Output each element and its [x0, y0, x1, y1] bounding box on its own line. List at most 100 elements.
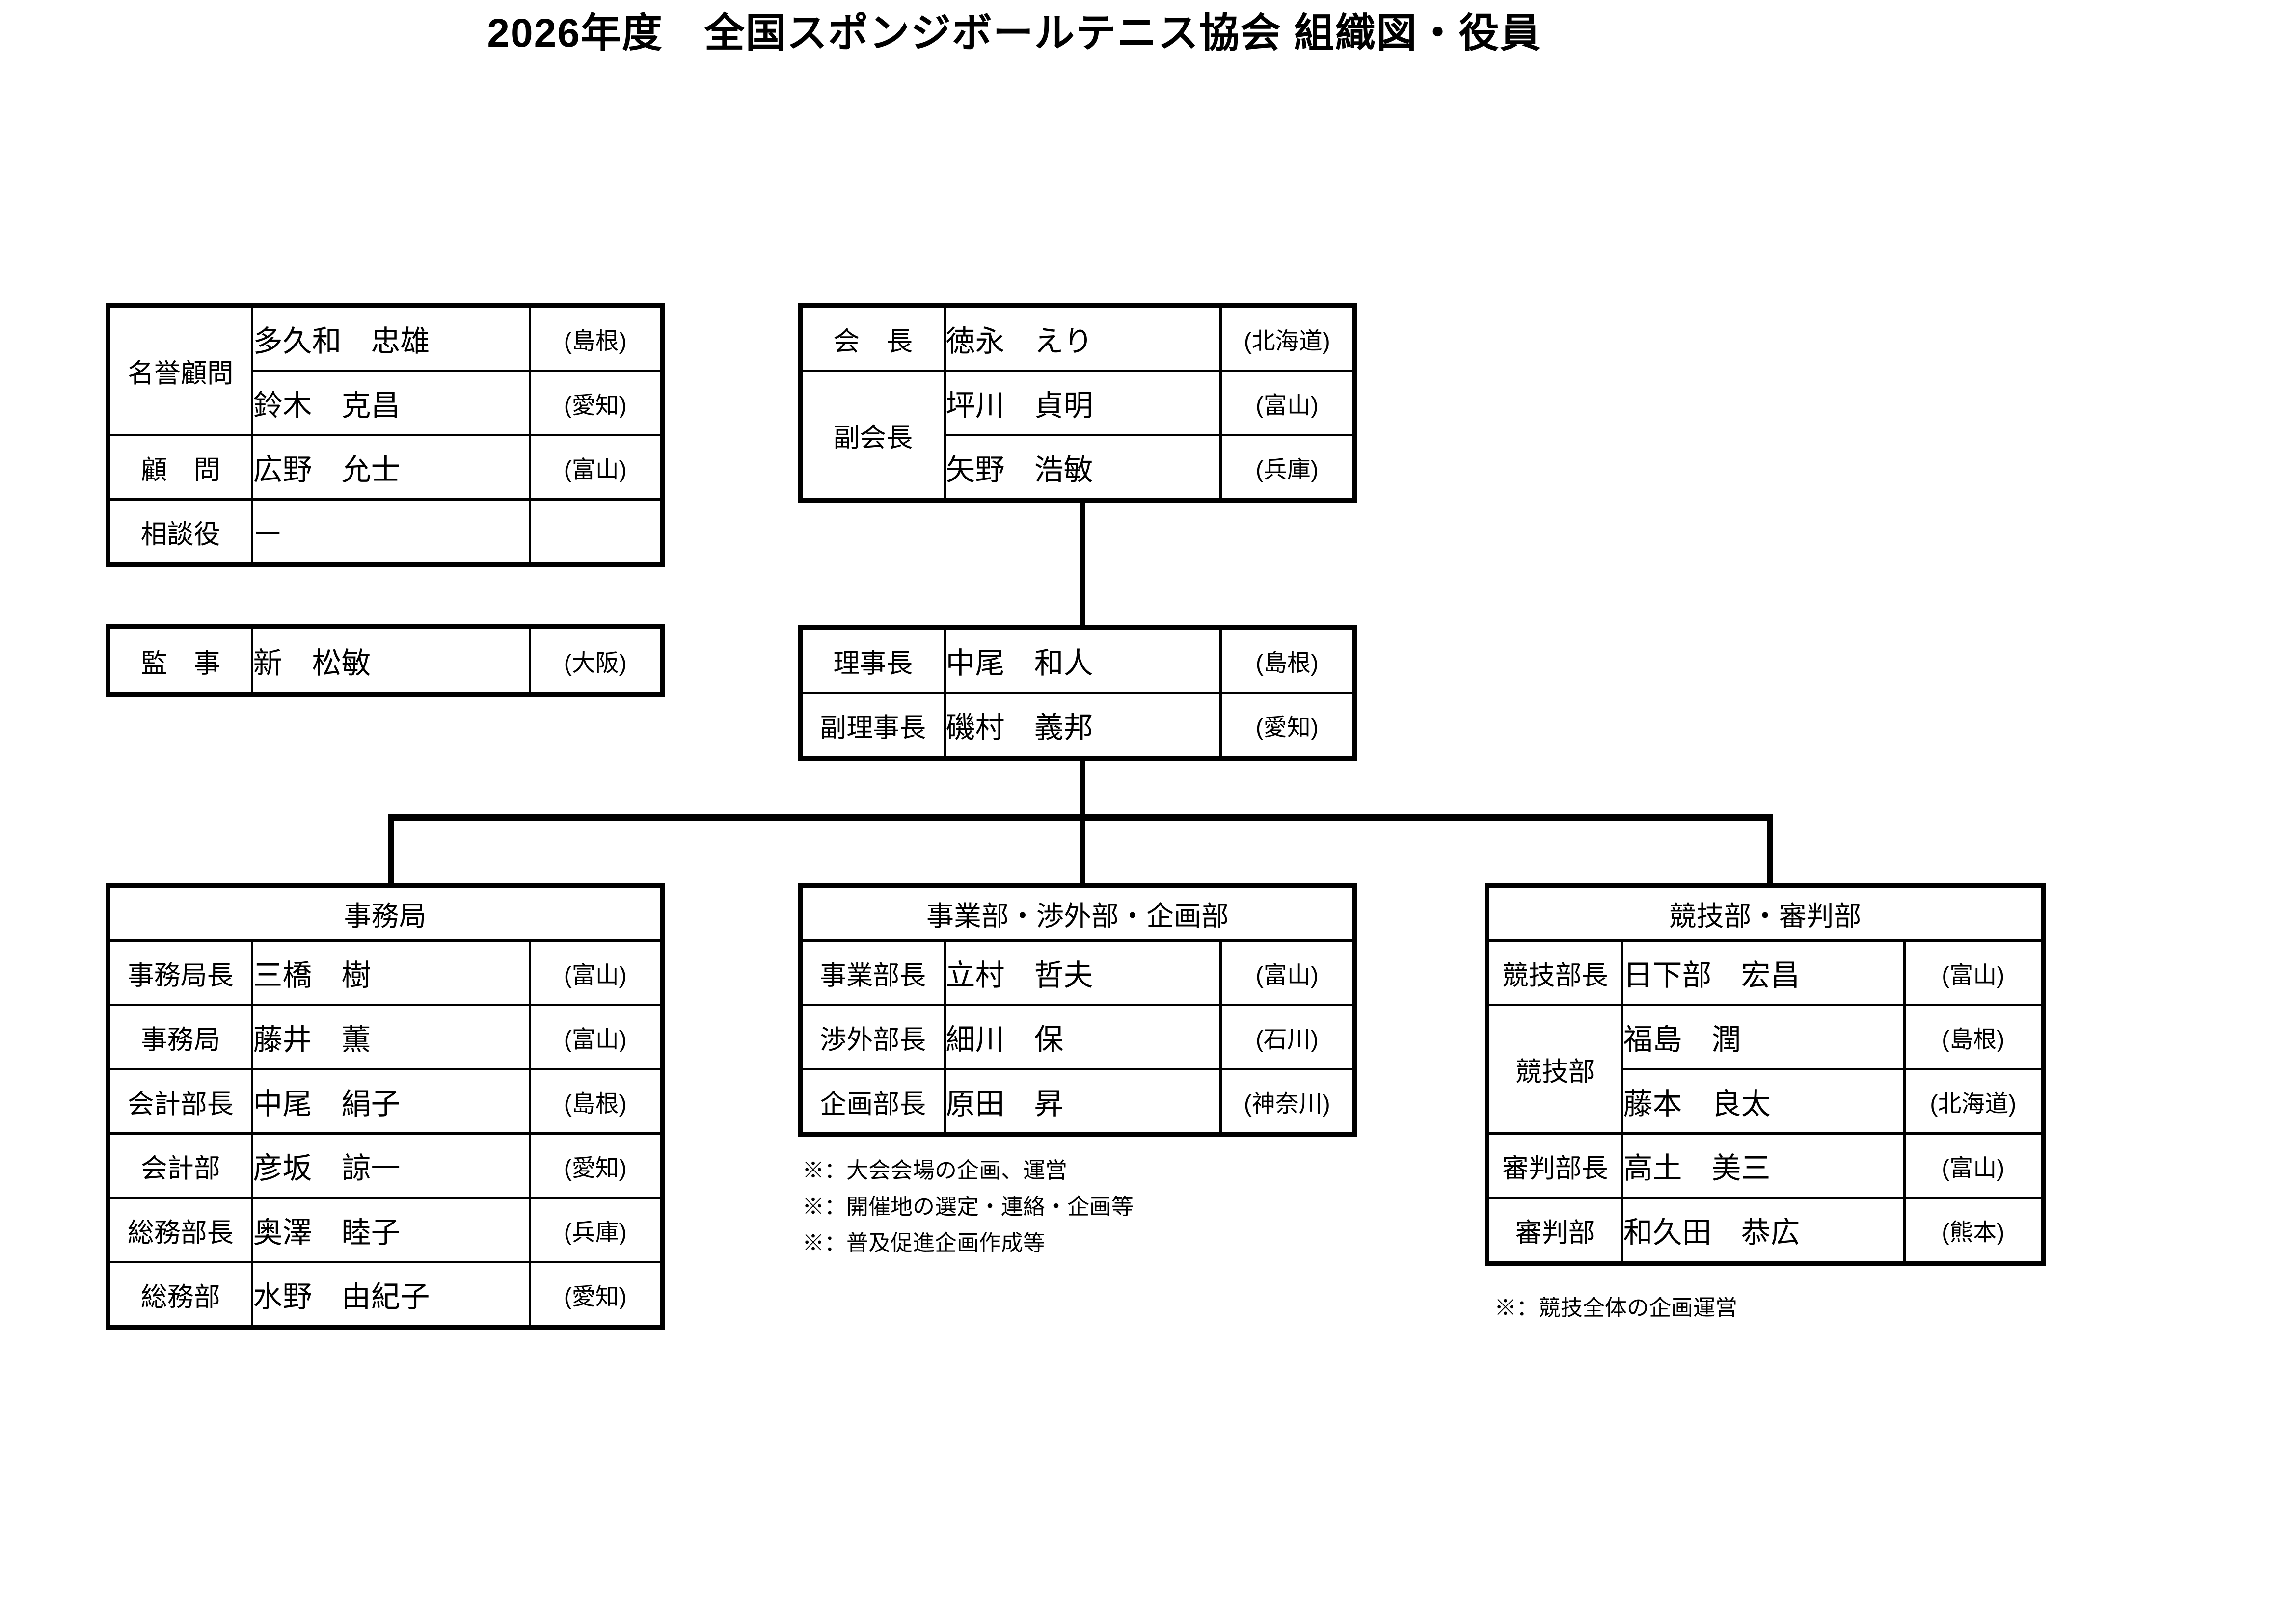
role-label: 会 長 [799, 304, 946, 372]
table-row: 副会長 坪川 貞明 (富山) [799, 370, 1356, 502]
member-prefecture: (愛知) [528, 370, 664, 436]
table-row: 総務部長 奥澤 睦子 (兵庫) [107, 1197, 664, 1263]
member-name: 藤井 薫 [250, 1004, 531, 1070]
member-name: 細川 保 [943, 1004, 1222, 1070]
member-name: 多久和 忠雄 [250, 304, 531, 372]
table-row: 会計部 彦坂 諒一 (愛知) [107, 1132, 664, 1199]
member-name: 三橋 樹 [250, 939, 531, 1006]
table-row: 鈴木 克昌 (愛知) [108, 370, 664, 436]
member-prefecture: (兵庫) [528, 1197, 664, 1263]
note-line: ※：競技全体の企画運営 [1494, 1295, 1738, 1320]
table-row: 藤本 良太 (北海道) [1487, 1068, 2045, 1135]
table-header-row: 競技部・審判部 [1486, 884, 2045, 942]
table-row: 競技部 福島 潤 (島根) [1486, 1004, 2045, 1135]
table-header-row: 事務局 [107, 884, 664, 942]
member-prefecture: (富山) [1903, 1132, 2045, 1199]
note-line: ※：大会会場の企画、運営 [802, 1158, 1068, 1183]
member-prefecture: (兵庫) [1219, 434, 1356, 502]
competition-notes: ※：競技全体の企画運営 [1494, 1290, 1737, 1326]
table-row: 企画部長 原田 昇 (神奈川) [799, 1068, 1356, 1136]
member-prefecture: (富山) [528, 1004, 664, 1070]
note-line: ※：開催地の選定・連絡・企画等 [802, 1194, 1134, 1219]
table-row: 事務局長 三橋 樹 (富山) [107, 939, 664, 1006]
member-name: 新 松敏 [250, 625, 531, 696]
role-label: 事務局長 [107, 939, 253, 1006]
business-notes: ※：大会会場の企画、運営 ※：開催地の選定・連絡・企画等 ※：普及促進企画作成等 [802, 1152, 1134, 1261]
member-prefecture: (北海道) [1903, 1068, 2045, 1135]
member-name: 坪川 貞明 [943, 370, 1222, 436]
role-label: 事務局 [107, 1004, 253, 1070]
member-name: 日下部 宏昌 [1621, 939, 1906, 1006]
member-prefecture: (富山) [528, 939, 664, 1006]
member-name: 中尾 和人 [943, 626, 1222, 694]
member-name: 和久田 恭広 [1621, 1197, 1906, 1265]
page-title: 2026年度 全国スポンジボールテニス協会 組織図・役員 [487, 11, 1541, 55]
table-row: 事業部長 立村 哲夫 (富山) [799, 939, 1356, 1006]
role-label: 総務部 [107, 1261, 253, 1329]
table-row: 副理事長 磯村 義邦 (愛知) [799, 692, 1356, 760]
role-label: 競技部長 [1486, 939, 1623, 1006]
table-title: 競技部・審判部 [1486, 884, 2045, 942]
table-row: 会 長 徳永 えり (北海道) [799, 304, 1356, 372]
connector-presidents-directors [1080, 493, 1085, 631]
member-prefecture: (島根) [1219, 626, 1356, 694]
connector-directors-down [1080, 751, 1085, 820]
table-header-row: 事業部・渉外部・企画部 [799, 884, 1356, 942]
member-prefecture: (愛知) [528, 1261, 664, 1329]
table-row: 総務部 水野 由紀子 (愛知) [107, 1261, 664, 1329]
member-prefecture: (島根) [528, 304, 664, 372]
table-row: 審判部長 高土 美三 (富山) [1486, 1132, 2045, 1199]
member-name: 原田 昇 [943, 1068, 1222, 1136]
role-label: 顧 問 [107, 434, 253, 501]
auditor-table: 監 事 新 松敏 (大阪) [106, 624, 665, 697]
member-prefecture: (富山) [1903, 939, 2045, 1006]
table-title: 事業部・渉外部・企画部 [799, 884, 1356, 942]
connector-drop-competition [1767, 817, 1773, 888]
member-name: 鈴木 克昌 [250, 370, 531, 436]
member-name: 矢野 浩敏 [943, 434, 1222, 502]
member-name: 中尾 絹子 [250, 1068, 531, 1135]
connector-drop-business [1080, 817, 1085, 888]
table-row: 競技部長 日下部 宏昌 (富山) [1486, 939, 2045, 1006]
member-name: 徳永 えり [943, 304, 1222, 372]
table-row: 会計部長 中尾 絹子 (島根) [107, 1068, 664, 1135]
member-name: 彦坂 諒一 [250, 1132, 531, 1199]
competition-table: 競技部・審判部 競技部長 日下部 宏昌 (富山) 競技部 福島 潤 (島根) 藤… [1485, 883, 2046, 1266]
member-name: 高土 美三 [1621, 1132, 1906, 1199]
table-row: 渉外部長 細川 保 (石川) [799, 1004, 1356, 1070]
member-name: 福島 潤 [1621, 1004, 1906, 1070]
member-name: 藤本 良太 [1621, 1068, 1906, 1135]
member-name: 磯村 義邦 [943, 692, 1222, 760]
table-row: 審判部 和久田 恭広 (熊本) [1486, 1197, 2045, 1265]
role-label: 総務部長 [107, 1197, 253, 1263]
role-label: 理事長 [799, 626, 946, 694]
member-prefecture: (島根) [528, 1068, 664, 1135]
role-label: 会計部長 [107, 1068, 253, 1135]
member-prefecture: (富山) [1219, 370, 1356, 436]
directors-table: 理事長 中尾 和人 (島根) 副理事長 磯村 義邦 (愛知) [798, 625, 1357, 761]
member-name: ー [250, 498, 531, 566]
role-label: 会計部 [107, 1132, 253, 1199]
table-row: 事務局 藤井 薫 (富山) [107, 1004, 664, 1070]
role-label: 監 事 [107, 625, 253, 696]
table-row: 矢野 浩敏 (兵庫) [800, 434, 1356, 502]
secretariat-table: 事務局 事務局長 三橋 樹 (富山) 事務局 藤井 薫 (富山) 会計部長 中尾… [106, 883, 665, 1330]
member-name: 水野 由紀子 [250, 1261, 531, 1329]
advisors-table: 名誉顧問 多久和 忠雄 (島根) 鈴木 克昌 (愛知) 顧 問 広野 允士 (富… [106, 303, 665, 567]
role-label: 審判部長 [1486, 1132, 1623, 1199]
note-line: ※：普及促進企画作成等 [802, 1230, 1046, 1255]
connector-drop-secretariat [388, 817, 394, 888]
table-row: 監 事 新 松敏 (大阪) [107, 625, 664, 696]
member-prefecture: (愛知) [528, 1132, 664, 1199]
member-prefecture: (富山) [528, 434, 664, 501]
member-name: 立村 哲夫 [943, 939, 1222, 1006]
role-label: 企画部長 [799, 1068, 946, 1136]
role-label: 名誉顧問 [107, 304, 253, 436]
member-prefecture: (神奈川) [1219, 1068, 1356, 1136]
role-label: 副会長 [799, 370, 946, 502]
member-prefecture: (石川) [1219, 1004, 1356, 1070]
role-label: 事業部長 [799, 939, 946, 1006]
member-prefecture [528, 498, 664, 566]
member-prefecture: (島根) [1903, 1004, 2045, 1070]
